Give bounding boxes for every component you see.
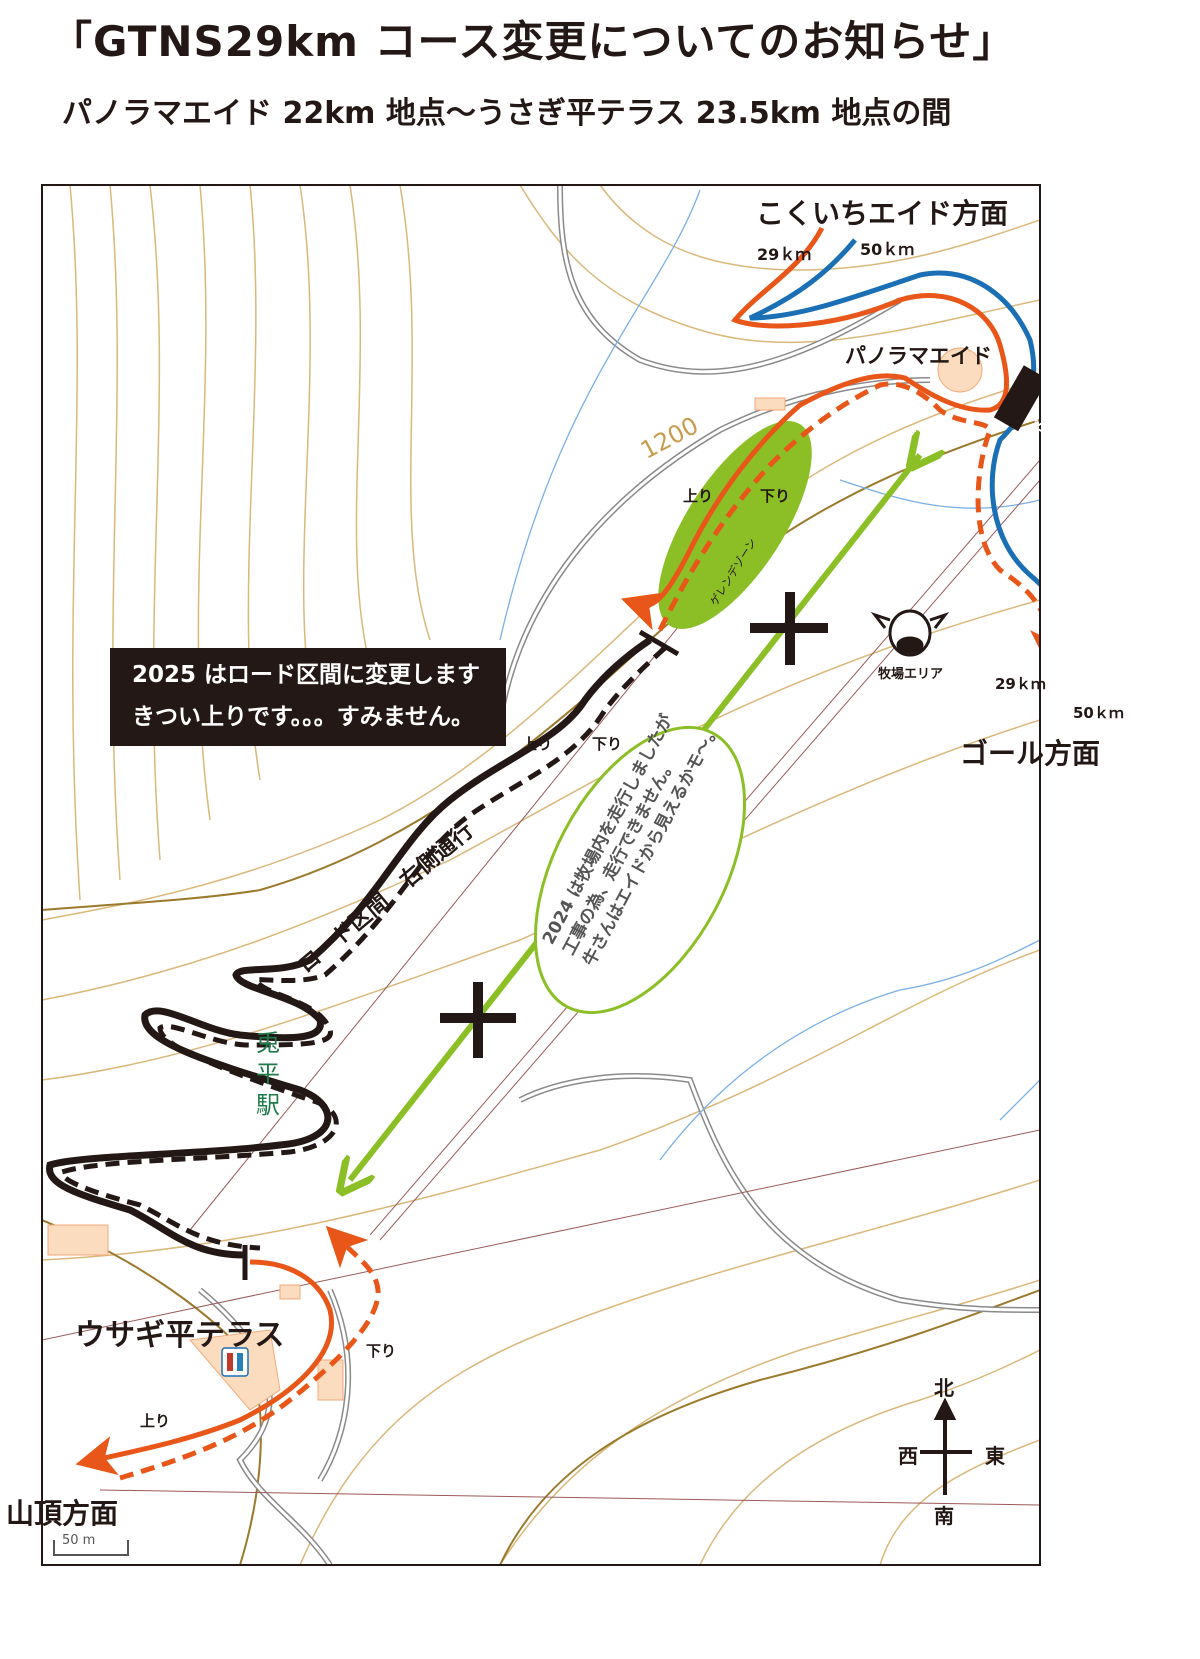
road-route-up (46, 637, 652, 1259)
label-goal-direction: ゴール方面 (960, 737, 1101, 770)
compass-west: 西 (898, 1444, 918, 1468)
tag-goal-29km: 29ｋｍ (995, 675, 1046, 693)
closed-x-icon (440, 982, 516, 1058)
road-down-label: 下り (592, 735, 623, 753)
road-up-label: 上り (522, 735, 553, 753)
gelande-up-label: 上り (683, 487, 714, 505)
compass-icon (920, 1397, 972, 1495)
tag-top-29km: 29ｋｍ (757, 245, 812, 264)
gelande-down-label: 下り (760, 487, 791, 505)
notice-line-2: きつい上りです。。。すみません。 (132, 704, 475, 730)
tag-top-50km: 50ｋｍ (860, 240, 915, 259)
label-panorama-aid: パノラマエイド (845, 344, 992, 368)
route-50km (748, 238, 1040, 588)
page-subtitle: パノラマエイド 22km 地点〜うさぎ平テラス 23.5km 地点の間 (62, 96, 952, 131)
closed-x-icon (750, 592, 828, 665)
notice-line-1: 2025 はロード区間に変更します (132, 662, 481, 688)
route-29km-up-south (75, 1259, 334, 1476)
route-29km-down (657, 381, 1040, 670)
page-title: 「GTNS29km コース変更についてのお知らせ」 (50, 17, 1016, 66)
compass-south: 南 (934, 1504, 954, 1528)
note-2024-bubble (533, 725, 747, 1015)
scale-bar (53, 1540, 129, 1556)
notice-2025-box: 2025 はロード区間に変更します きつい上りです。。。すみません。 (110, 648, 506, 746)
south-down-label: 下り (366, 1342, 397, 1360)
label-usagi-terrace: ウサギ平テラス (75, 1318, 285, 1353)
map-frame (41, 184, 1041, 1566)
tag-goal-50km: 50ｋｍ (1073, 704, 1124, 722)
ranch-area-label: 牧場エリア (878, 667, 944, 682)
route-29km-down-south (119, 1225, 381, 1481)
label-summit-direction: 山頂方面 (6, 1497, 119, 1530)
cow-icon (870, 609, 950, 657)
compass-east: 東 (985, 1444, 1005, 1468)
compass-north: 北 (934, 1376, 954, 1400)
road-route-down (59, 646, 667, 1251)
south-up-label: 上り (140, 1412, 171, 1430)
route-29km-up (621, 226, 1010, 631)
toilet-icon (221, 1347, 249, 1377)
scale-label: 50 m (62, 1533, 96, 1548)
label-kokuichi-direction: こくいちエイド方面 (756, 197, 1009, 230)
station-label: 兎平駅 (256, 1029, 280, 1119)
buildings (47, 347, 983, 1411)
